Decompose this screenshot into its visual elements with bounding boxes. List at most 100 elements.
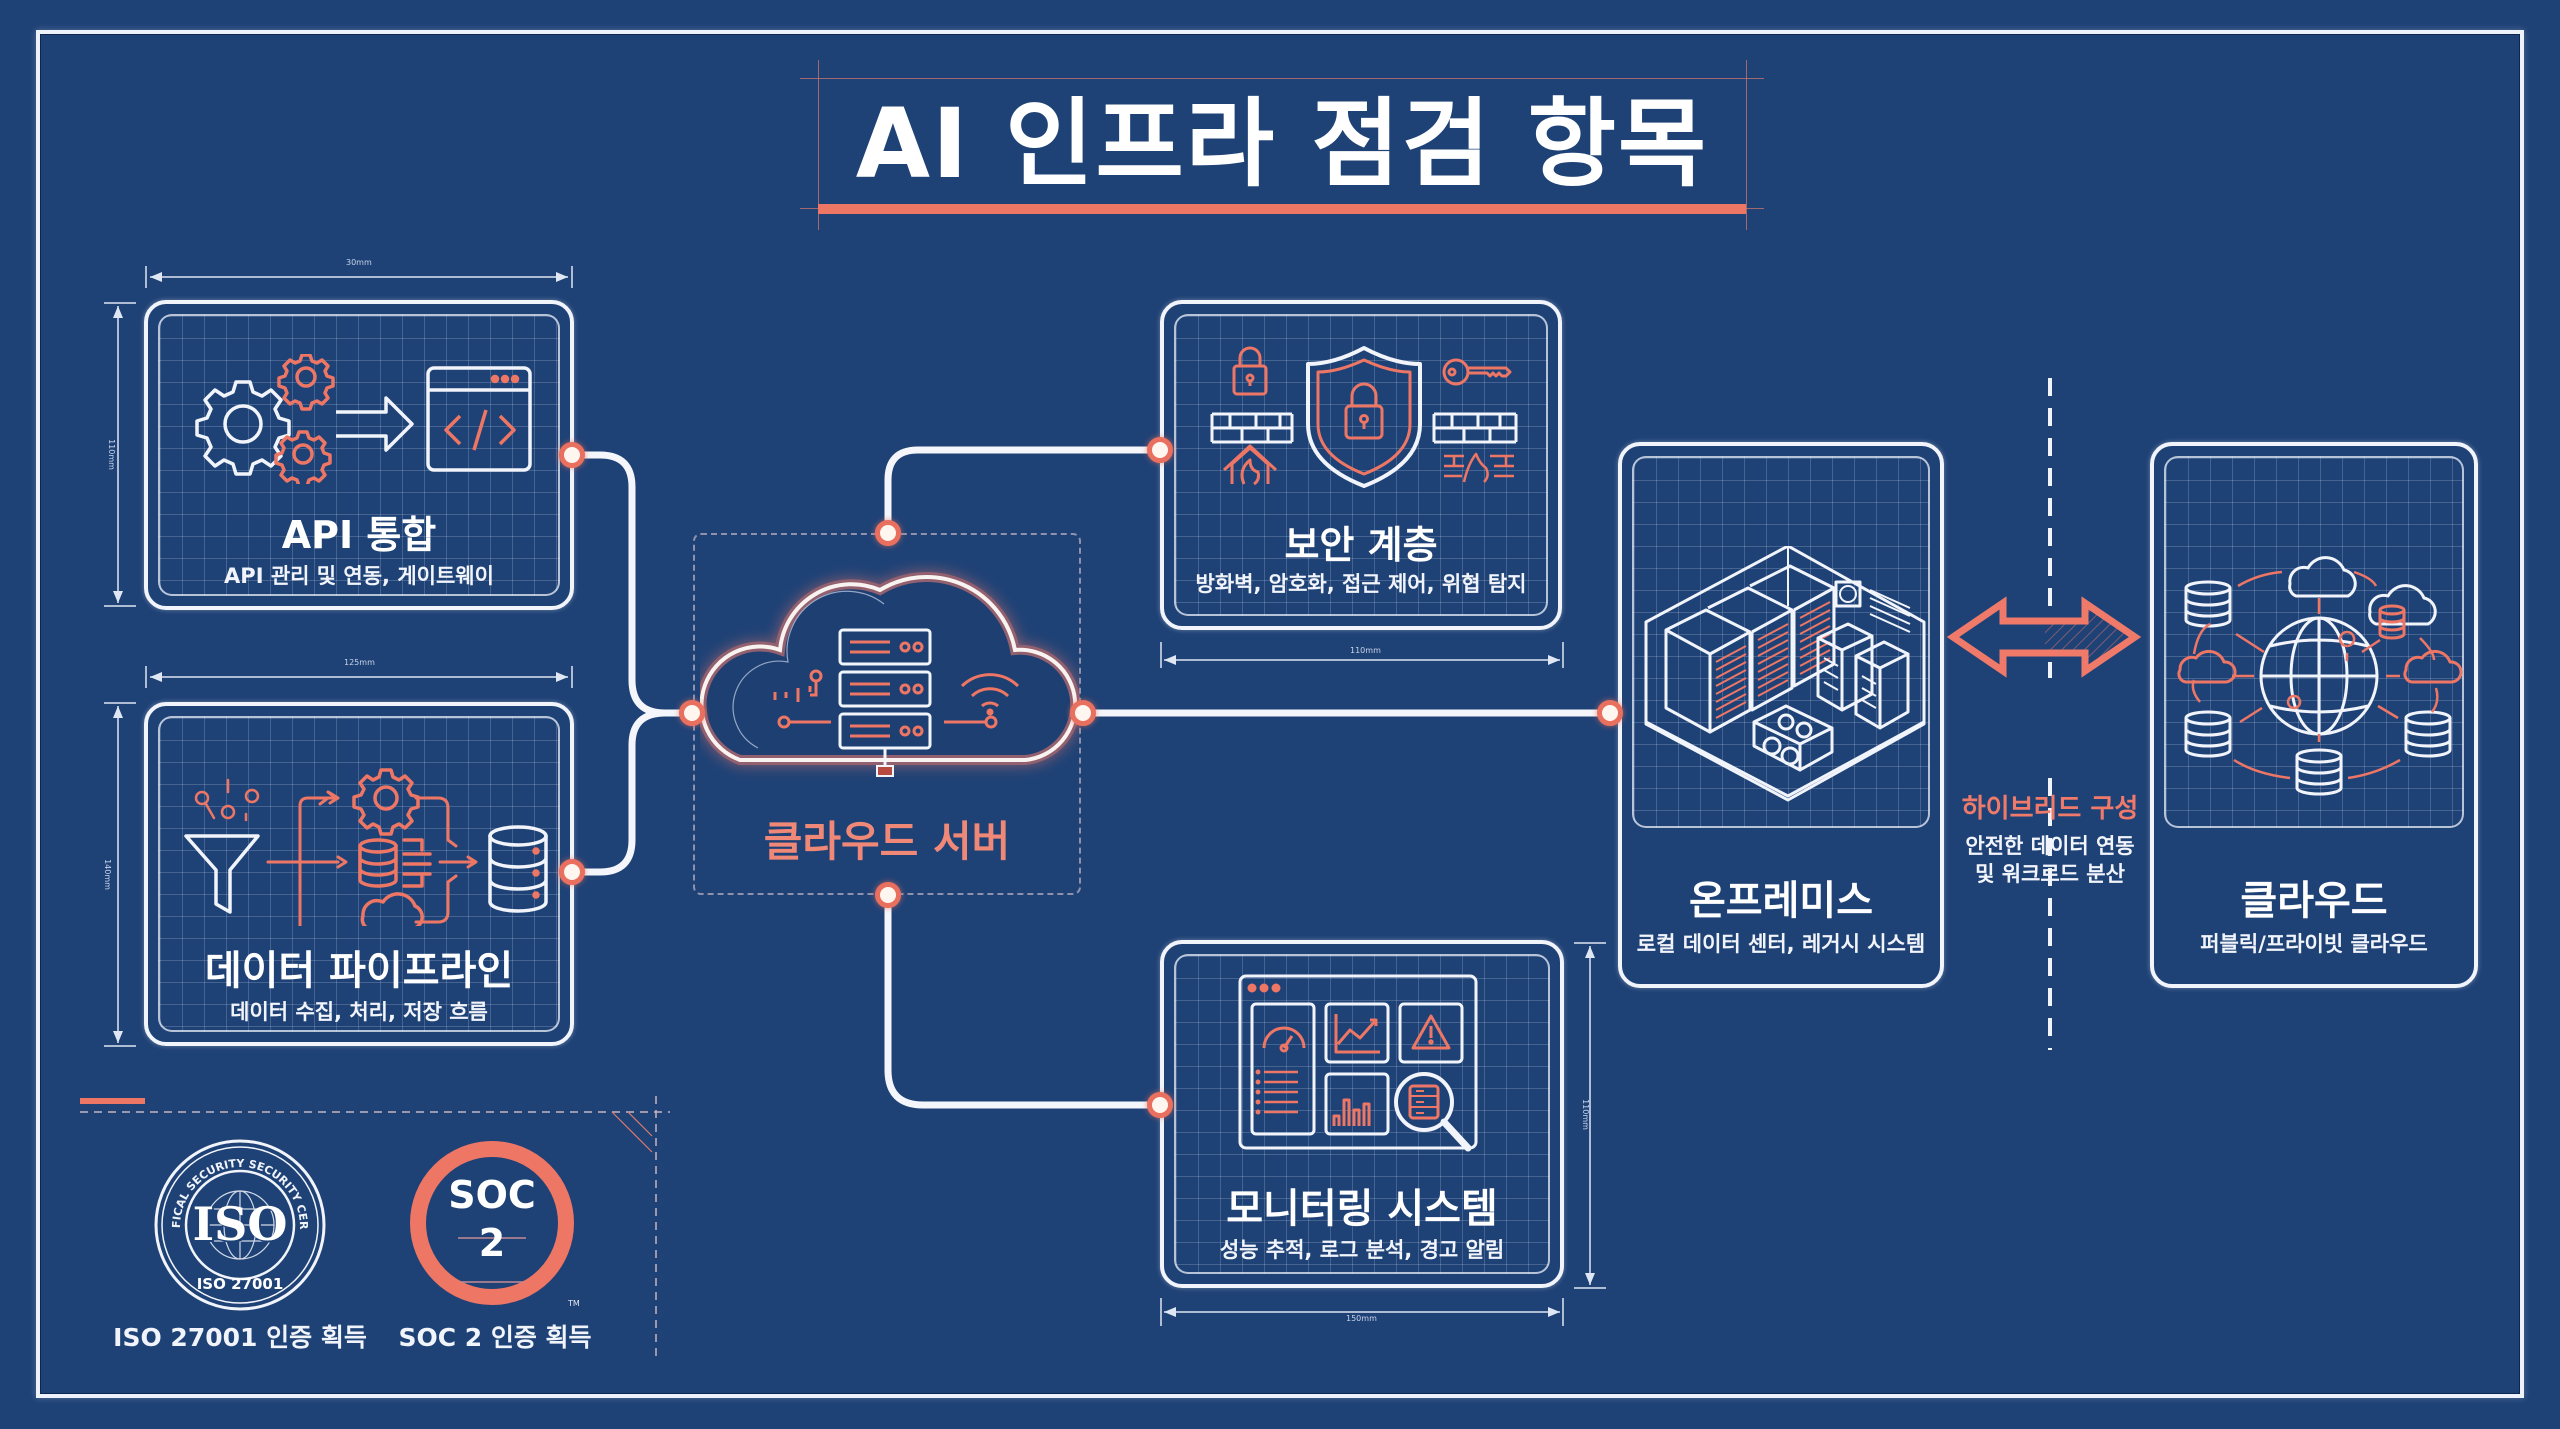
- dimension-line: [145, 266, 573, 288]
- magnifier-icon: [1394, 1072, 1472, 1152]
- card-subtitle: 방화벽, 암호화, 접근 제어, 위협 탐지: [1195, 572, 1527, 596]
- database-icon: [2378, 604, 2406, 640]
- card-subtitle: 성능 추적, 로그 분석, 경고 알림: [1219, 1238, 1505, 1262]
- dimension-line: [104, 702, 136, 1047]
- card-grid: [1632, 456, 1930, 828]
- connector-node[interactable]: [875, 882, 901, 908]
- dimension-label: 110mm: [106, 439, 116, 470]
- database-icon: [488, 825, 548, 913]
- title-block: AI 인프라 점검 항목: [800, 60, 1764, 230]
- card-title: 데이터 파이프라인: [204, 948, 514, 994]
- soc2-badge-number: 2: [478, 1221, 506, 1265]
- guide-line: [818, 60, 819, 230]
- server-room-icon: [1644, 546, 1926, 802]
- funnel-icon: [184, 778, 260, 914]
- hybrid-subtitle: 안전한 데이터 연동 및 워크로드 분산: [1930, 832, 2170, 888]
- card-monitoring-system[interactable]: 모니터링 시스템 성능 추적, 로그 분석, 경고 알림: [1160, 940, 1564, 1288]
- dashboard-window-icon: [1238, 974, 1478, 1152]
- iso-badge: CERTIFICAL SECURITY SECURITY CERATON ISO…: [145, 1125, 330, 1315]
- gauge-icon: [1262, 1026, 1306, 1053]
- padlock-icon: [1232, 346, 1268, 396]
- card-subtitle: API 관리 및 연동, 게이트웨이: [224, 564, 494, 588]
- title-underline: [818, 204, 1746, 214]
- arrow-right-icon: [336, 396, 414, 452]
- connector-node[interactable]: [875, 520, 901, 546]
- hybrid-subtitle-line: 안전한 데이터 연동: [1965, 834, 2135, 858]
- iso-badge-bottom: ISO 27001: [196, 1275, 284, 1293]
- cloud-network-icon: [2177, 556, 2463, 796]
- dimension-label: 150mm: [1346, 1314, 1377, 1323]
- fire-icon: [1222, 444, 1278, 486]
- card-grid: [1174, 954, 1550, 1274]
- card-security-layer[interactable]: 보안 계층 방화벽, 암호화, 접근 제어, 위협 탐지: [1160, 300, 1562, 630]
- wifi-icon: [960, 673, 1020, 716]
- pipeline-flow-icon: [184, 768, 548, 926]
- dimension-line: [145, 666, 573, 688]
- hybrid-subtitle-line: 및 워크로드 분산: [1975, 862, 2125, 886]
- dimension-line: [1160, 1298, 1564, 1326]
- globe-icon: [2259, 616, 2379, 736]
- divider-dashed-line: [2048, 378, 2052, 1050]
- card-on-premises[interactable]: 온프레미스 로컬 데이터 센터, 레거시 시스템: [1618, 442, 1944, 988]
- iso-badge-main: ISO: [192, 1197, 288, 1251]
- dimension-label: 30mm: [346, 258, 372, 267]
- card-title: API 통합: [281, 513, 437, 557]
- database-icon: [358, 838, 432, 888]
- soc2-ring-icon: [410, 1141, 574, 1305]
- dimension-label: 140mm: [102, 859, 112, 890]
- guide-line: [1746, 60, 1747, 230]
- security-icons: [1210, 346, 1518, 488]
- card-subtitle: 퍼블릭/프라이빗 클라우드: [2200, 932, 2428, 956]
- dimension-label: 125mm: [344, 658, 375, 667]
- soc2-trademark: TM: [568, 1299, 580, 1308]
- card-title: 모니터링 시스템: [1226, 1186, 1498, 1232]
- cloud-icon: [360, 892, 424, 926]
- line-chart-icon: [1334, 1014, 1380, 1054]
- iso-globe-icon: CERTIFICAL SECURITY SECURITY CERATON: [145, 1125, 326, 1311]
- bidirectional-arrow-icon: [1946, 596, 2142, 678]
- accent-bar: [80, 1098, 145, 1104]
- gears-icon: [195, 354, 532, 484]
- connector-node[interactable]: [559, 859, 585, 885]
- connector-node[interactable]: [679, 700, 705, 726]
- dimension-line: [1160, 642, 1564, 668]
- soc2-cert-label: SOC 2 인증 획득: [398, 1323, 592, 1352]
- firewall-icon: [1210, 412, 1518, 444]
- dimension-label: 110mm: [1580, 1099, 1590, 1130]
- card-grid: [158, 314, 560, 596]
- dimension-line: [104, 302, 136, 607]
- connector-node[interactable]: [1147, 437, 1173, 463]
- card-grid: [2164, 456, 2464, 828]
- card-cloud[interactable]: 클라우드 퍼블릭/프라이빗 클라우드: [2150, 442, 2478, 988]
- card-subtitle: 로컬 데이터 센터, 레거시 시스템: [1636, 932, 1926, 956]
- shield-lock-icon: [1306, 346, 1422, 488]
- cloud-server-icon: [700, 572, 1080, 777]
- iso-cert-label: ISO 27001 인증 획득: [113, 1323, 367, 1352]
- connector-node[interactable]: [1070, 700, 1096, 726]
- connector-node[interactable]: [559, 442, 585, 468]
- key-icon: [1442, 358, 1512, 386]
- blueprint-frame: [36, 30, 2524, 1398]
- dimension-line: [1574, 942, 1606, 1289]
- hybrid-title: 하이브리드 구성: [1961, 794, 2139, 824]
- card-subtitle: 데이터 수집, 처리, 저장 흐름: [230, 1000, 488, 1024]
- soc2-badge: SOC 2 TM: [408, 1135, 588, 1315]
- card-title: 보안 계층: [1284, 523, 1438, 567]
- code-window-icon: [426, 366, 532, 472]
- card-data-pipeline[interactable]: 데이터 파이프라인 데이터 수집, 처리, 저장 흐름: [144, 702, 574, 1046]
- guide-line: [800, 78, 1764, 79]
- connector-node[interactable]: [1147, 1092, 1173, 1118]
- bar-chart-icon: [1332, 1098, 1371, 1126]
- card-title: 클라우드: [2240, 878, 2388, 924]
- server-rack-icon: [838, 628, 932, 777]
- gear-icon: [352, 768, 420, 836]
- card-api-integration[interactable]: API 통합 API 관리 및 연동, 게이트웨이: [144, 300, 574, 610]
- soc2-badge-main: SOC: [448, 1173, 536, 1217]
- page-title: AI 인프라 점검 항목: [855, 88, 1709, 200]
- cert-guide-lines: [80, 1096, 670, 1360]
- database-icon: [2184, 580, 2452, 796]
- warning-icon: [1411, 1014, 1451, 1050]
- dimension-label: 110mm: [1350, 646, 1381, 655]
- hub-label: 클라우드 서버: [763, 817, 1011, 866]
- connector-node[interactable]: [1597, 700, 1623, 726]
